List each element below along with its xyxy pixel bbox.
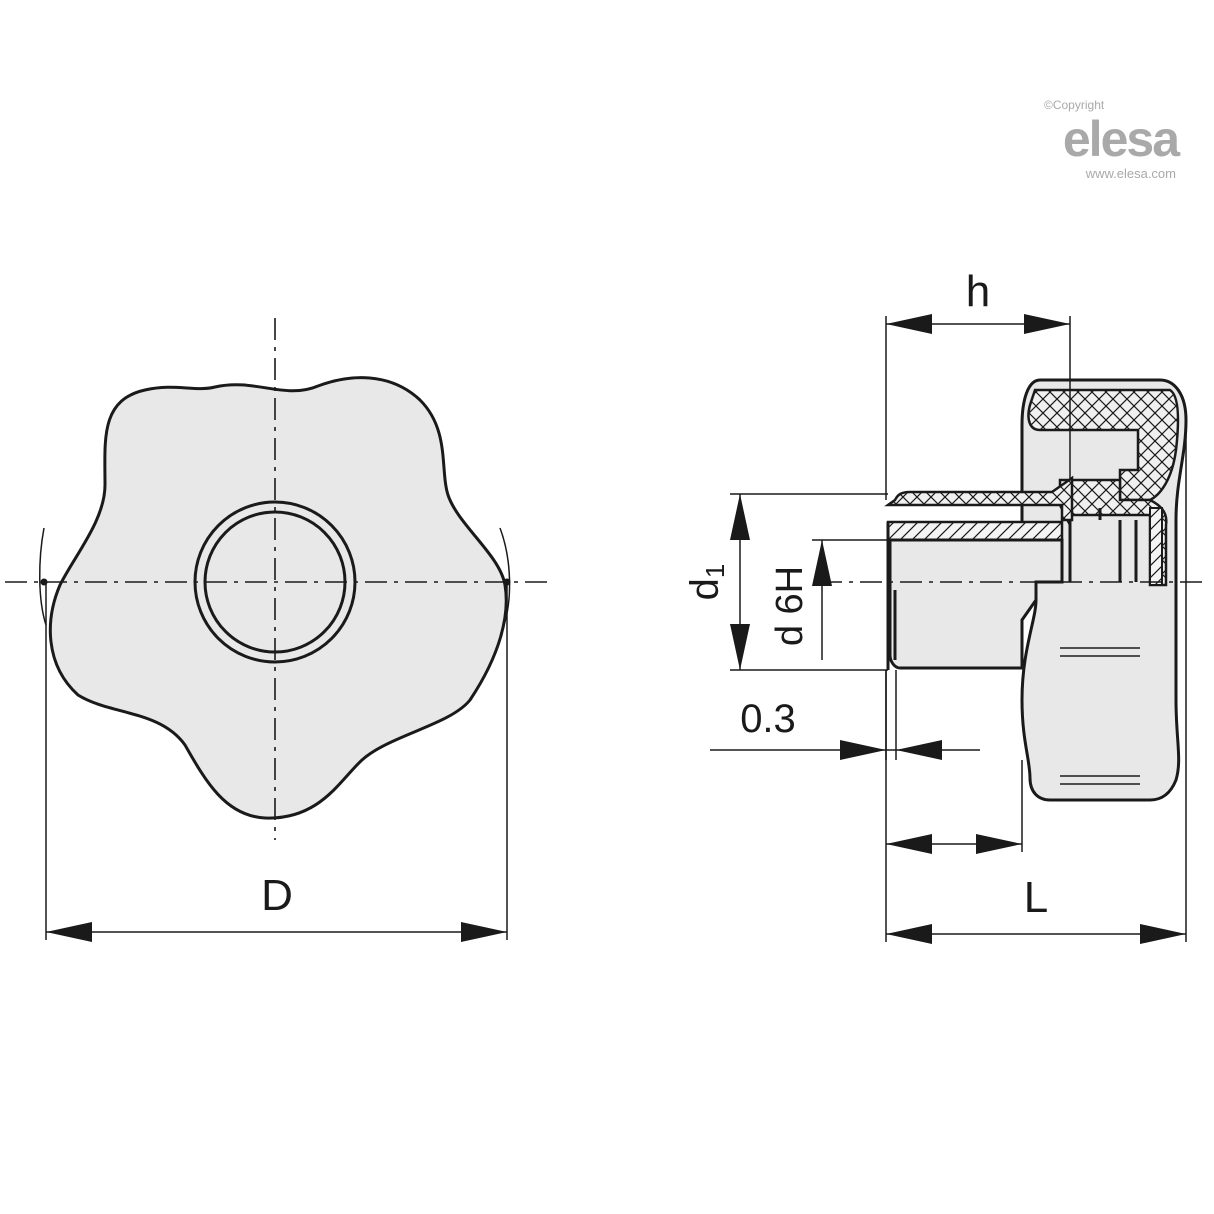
insert-rear-section	[1149, 507, 1163, 586]
threaded-insert-section	[886, 520, 1064, 542]
right-reference-arc	[499, 527, 511, 626]
gap-arrow-right	[896, 740, 942, 760]
h-arrow-left	[886, 314, 932, 334]
left-diameter-point	[40, 578, 48, 586]
bore-lines	[1068, 508, 1138, 582]
L-arrow-right	[1140, 924, 1186, 944]
brand-logo: ©Copyright elesa www.elesa.com	[1018, 98, 1180, 181]
brand-url: www.elesa.com	[1085, 166, 1176, 181]
insert-front-face	[886, 522, 897, 670]
L-arrow-left	[886, 924, 932, 944]
neck-arrow-right	[976, 834, 1022, 854]
gap-label: 0.3	[740, 697, 796, 741]
right-diameter-point	[503, 578, 511, 586]
left-reference-arc	[39, 527, 47, 626]
side-view: h d1 d 6H 0.3 L	[683, 267, 1208, 944]
d1-label: d1	[683, 564, 730, 601]
h-label: h	[966, 267, 990, 316]
neck-arrow-left	[886, 834, 932, 854]
copyright-notice: ©Copyright	[1044, 98, 1105, 112]
D-arrow-left	[46, 922, 92, 942]
L-label: L	[1024, 873, 1048, 922]
hub-lower	[888, 538, 1064, 670]
d1-arrow-top	[730, 494, 750, 540]
gap-arrow-left	[840, 740, 886, 760]
grip-grooves	[1060, 647, 1140, 785]
knurled-section-top	[1027, 388, 1180, 502]
D-label: D	[261, 871, 293, 920]
h-arrow-right	[1024, 314, 1070, 334]
hub-section	[884, 475, 1074, 522]
d6h-label: d 6H	[769, 566, 811, 646]
front-view: D	[5, 318, 548, 942]
brand-name: elesa	[1062, 111, 1180, 167]
knurled-section-web	[1058, 478, 1168, 587]
d1-arrow-bottom	[730, 624, 750, 670]
d6h-arrow-top	[812, 540, 832, 586]
D-arrow-right	[461, 922, 507, 942]
